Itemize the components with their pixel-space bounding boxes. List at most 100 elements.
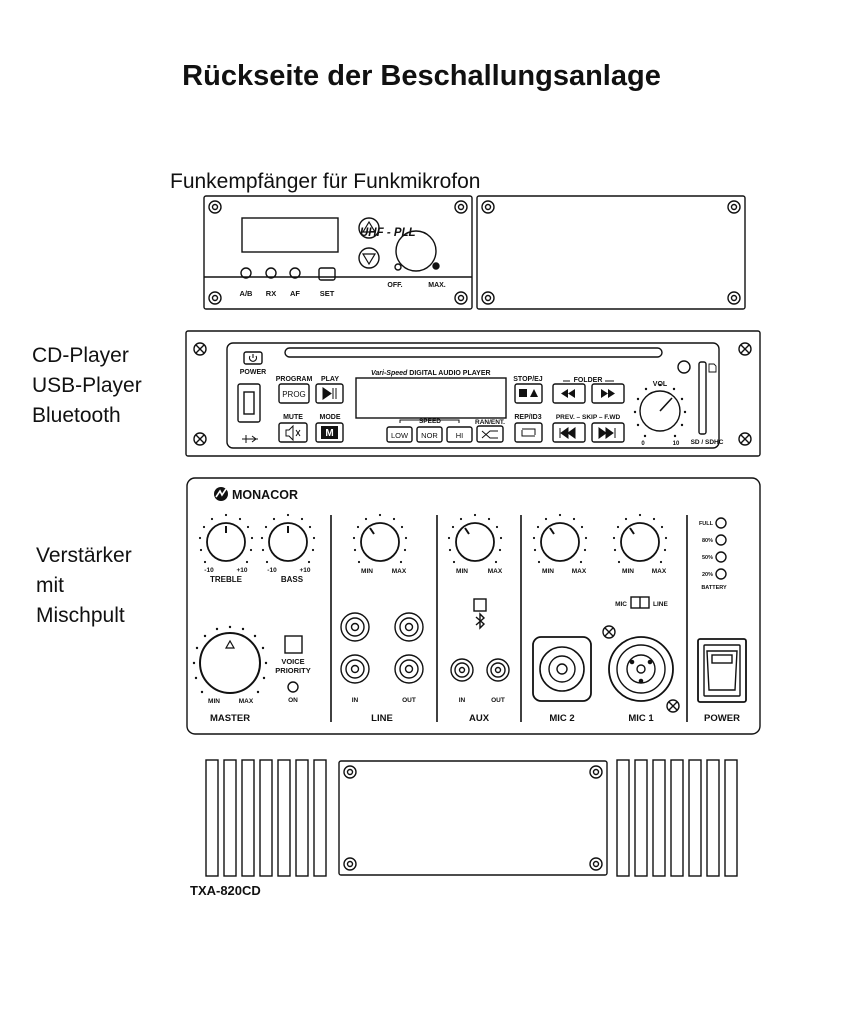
tuner-module	[203, 195, 746, 310]
power-switch-label: POWER	[704, 713, 740, 724]
amp-label: Verstärker mit Mischpult	[36, 541, 132, 631]
shuffle-icon	[481, 430, 498, 439]
page-title: Rückseite der Beschallungsanlage	[182, 60, 661, 92]
usb-icon	[242, 435, 258, 443]
mode-button-label: M	[325, 428, 333, 439]
player-faceplate	[226, 342, 720, 449]
player-display	[355, 377, 507, 419]
bass-min-label: -10	[267, 567, 277, 574]
treble-max-label: +10	[236, 567, 247, 574]
battery-label: BATTERY	[701, 585, 727, 591]
line-knob-max: MAX	[392, 568, 407, 575]
volume-scale-dots	[633, 383, 687, 438]
random-button	[476, 425, 504, 443]
mic2-volume-knob	[540, 522, 580, 562]
voice-priority-label-2: PRIORITY	[275, 666, 310, 675]
prog-button	[278, 383, 310, 404]
mute-label: MUTE	[283, 414, 303, 421]
mic2-jack	[532, 636, 592, 702]
player-label-bt: Bluetooth	[32, 404, 121, 427]
aux-out-jack	[486, 658, 510, 682]
mute-icon	[285, 424, 301, 442]
battery-50-label: 50%	[702, 555, 713, 561]
volume-max-label: 10	[673, 441, 680, 447]
model-label: TXA-820CD	[190, 883, 261, 898]
aux-knob-max: MAX	[488, 568, 503, 575]
stop-label: STOP/EJ	[513, 376, 543, 383]
led-rx-label: RX	[266, 289, 276, 298]
bluetooth-pair-button	[473, 598, 487, 612]
mode-label: MODE	[320, 414, 341, 421]
amp-module	[186, 477, 761, 735]
speed-hi-button	[446, 426, 473, 443]
set-label: SET	[320, 289, 335, 298]
program-label: PROGRAM	[276, 376, 313, 383]
power-switch	[697, 638, 747, 703]
master-knob	[199, 632, 261, 694]
treble-min-label: -10	[204, 567, 214, 574]
power-button	[243, 351, 263, 365]
sd-card-label: SD / SDHC	[691, 439, 724, 446]
tuner-display	[241, 217, 339, 253]
repeat-button	[514, 422, 543, 443]
skip-prev-icon	[559, 427, 576, 439]
rewind-icon	[561, 389, 575, 398]
player-label-cd: CD-Player	[32, 344, 129, 367]
set-button	[318, 267, 336, 281]
battery-full-label: FULL	[699, 521, 714, 527]
power-label: POWER	[240, 369, 266, 376]
mic1-combo-jack	[602, 625, 680, 713]
folder-label: FOLDER	[574, 377, 603, 384]
aux-out-label: OUT	[491, 697, 505, 704]
voice-priority-on-label: ON	[288, 697, 298, 704]
mic1-label: MIC 1	[628, 713, 654, 724]
tuner-volume-knob	[395, 230, 437, 272]
tuner-down-button	[358, 247, 380, 269]
play-pause-button	[315, 383, 344, 404]
master-min-label: MIN	[208, 698, 220, 705]
mic2-label: MIC 2	[549, 713, 574, 724]
mic-switch-mic-label: MIC	[615, 601, 627, 608]
speed-label: SPEED	[419, 418, 441, 425]
folder-prev-button	[552, 383, 586, 404]
tuner-up-button	[358, 217, 380, 239]
bass-max-label: +10	[299, 567, 310, 574]
volume-label: VOL	[653, 381, 668, 388]
power-icon	[248, 354, 258, 362]
eject-icon	[530, 389, 538, 397]
amp-label-1: Verstärker	[36, 544, 132, 567]
bottom-cover-plate	[338, 760, 608, 876]
treble-label: TREBLE	[210, 575, 243, 584]
voice-priority-label-1: VOICE	[281, 657, 304, 666]
battery-80-label: 80%	[702, 538, 713, 544]
led-af-label: AF	[290, 289, 300, 298]
sd-card-icon	[708, 363, 717, 373]
tuner-screws	[208, 200, 468, 305]
battery-leds	[715, 517, 727, 580]
mic2-knob-max: MAX	[572, 568, 587, 575]
line-in-label: IN	[352, 697, 359, 704]
blank-panel-screws	[481, 200, 741, 305]
skip-label: PREV. – SKIP – F.WD	[556, 414, 621, 421]
up-arrow-icon	[361, 220, 377, 233]
volume-knob	[639, 390, 681, 432]
player-label: CD-Player USB-Player Bluetooth	[32, 341, 142, 431]
led-rx	[265, 267, 277, 279]
line-label: LINE	[371, 713, 393, 724]
aux-label: AUX	[469, 713, 490, 724]
forward-icon	[601, 389, 615, 398]
usb-port	[237, 383, 261, 423]
player-brand: Vari-Speed DIGITAL AUDIO PLAYER	[371, 370, 491, 377]
master-max-label: MAX	[239, 698, 254, 705]
repeat-label: REP/ID3	[514, 414, 541, 421]
mute-button	[278, 422, 308, 443]
stop-icon	[519, 389, 527, 397]
aux-in-jack	[450, 658, 474, 682]
mic1-volume-knob	[620, 522, 660, 562]
skip-next-icon	[598, 427, 616, 439]
speed-nor-label: NOR	[421, 431, 438, 440]
mic1-knob-min: MIN	[622, 568, 634, 575]
led-af	[289, 267, 301, 279]
amp-brand: MONACOR	[232, 488, 298, 502]
